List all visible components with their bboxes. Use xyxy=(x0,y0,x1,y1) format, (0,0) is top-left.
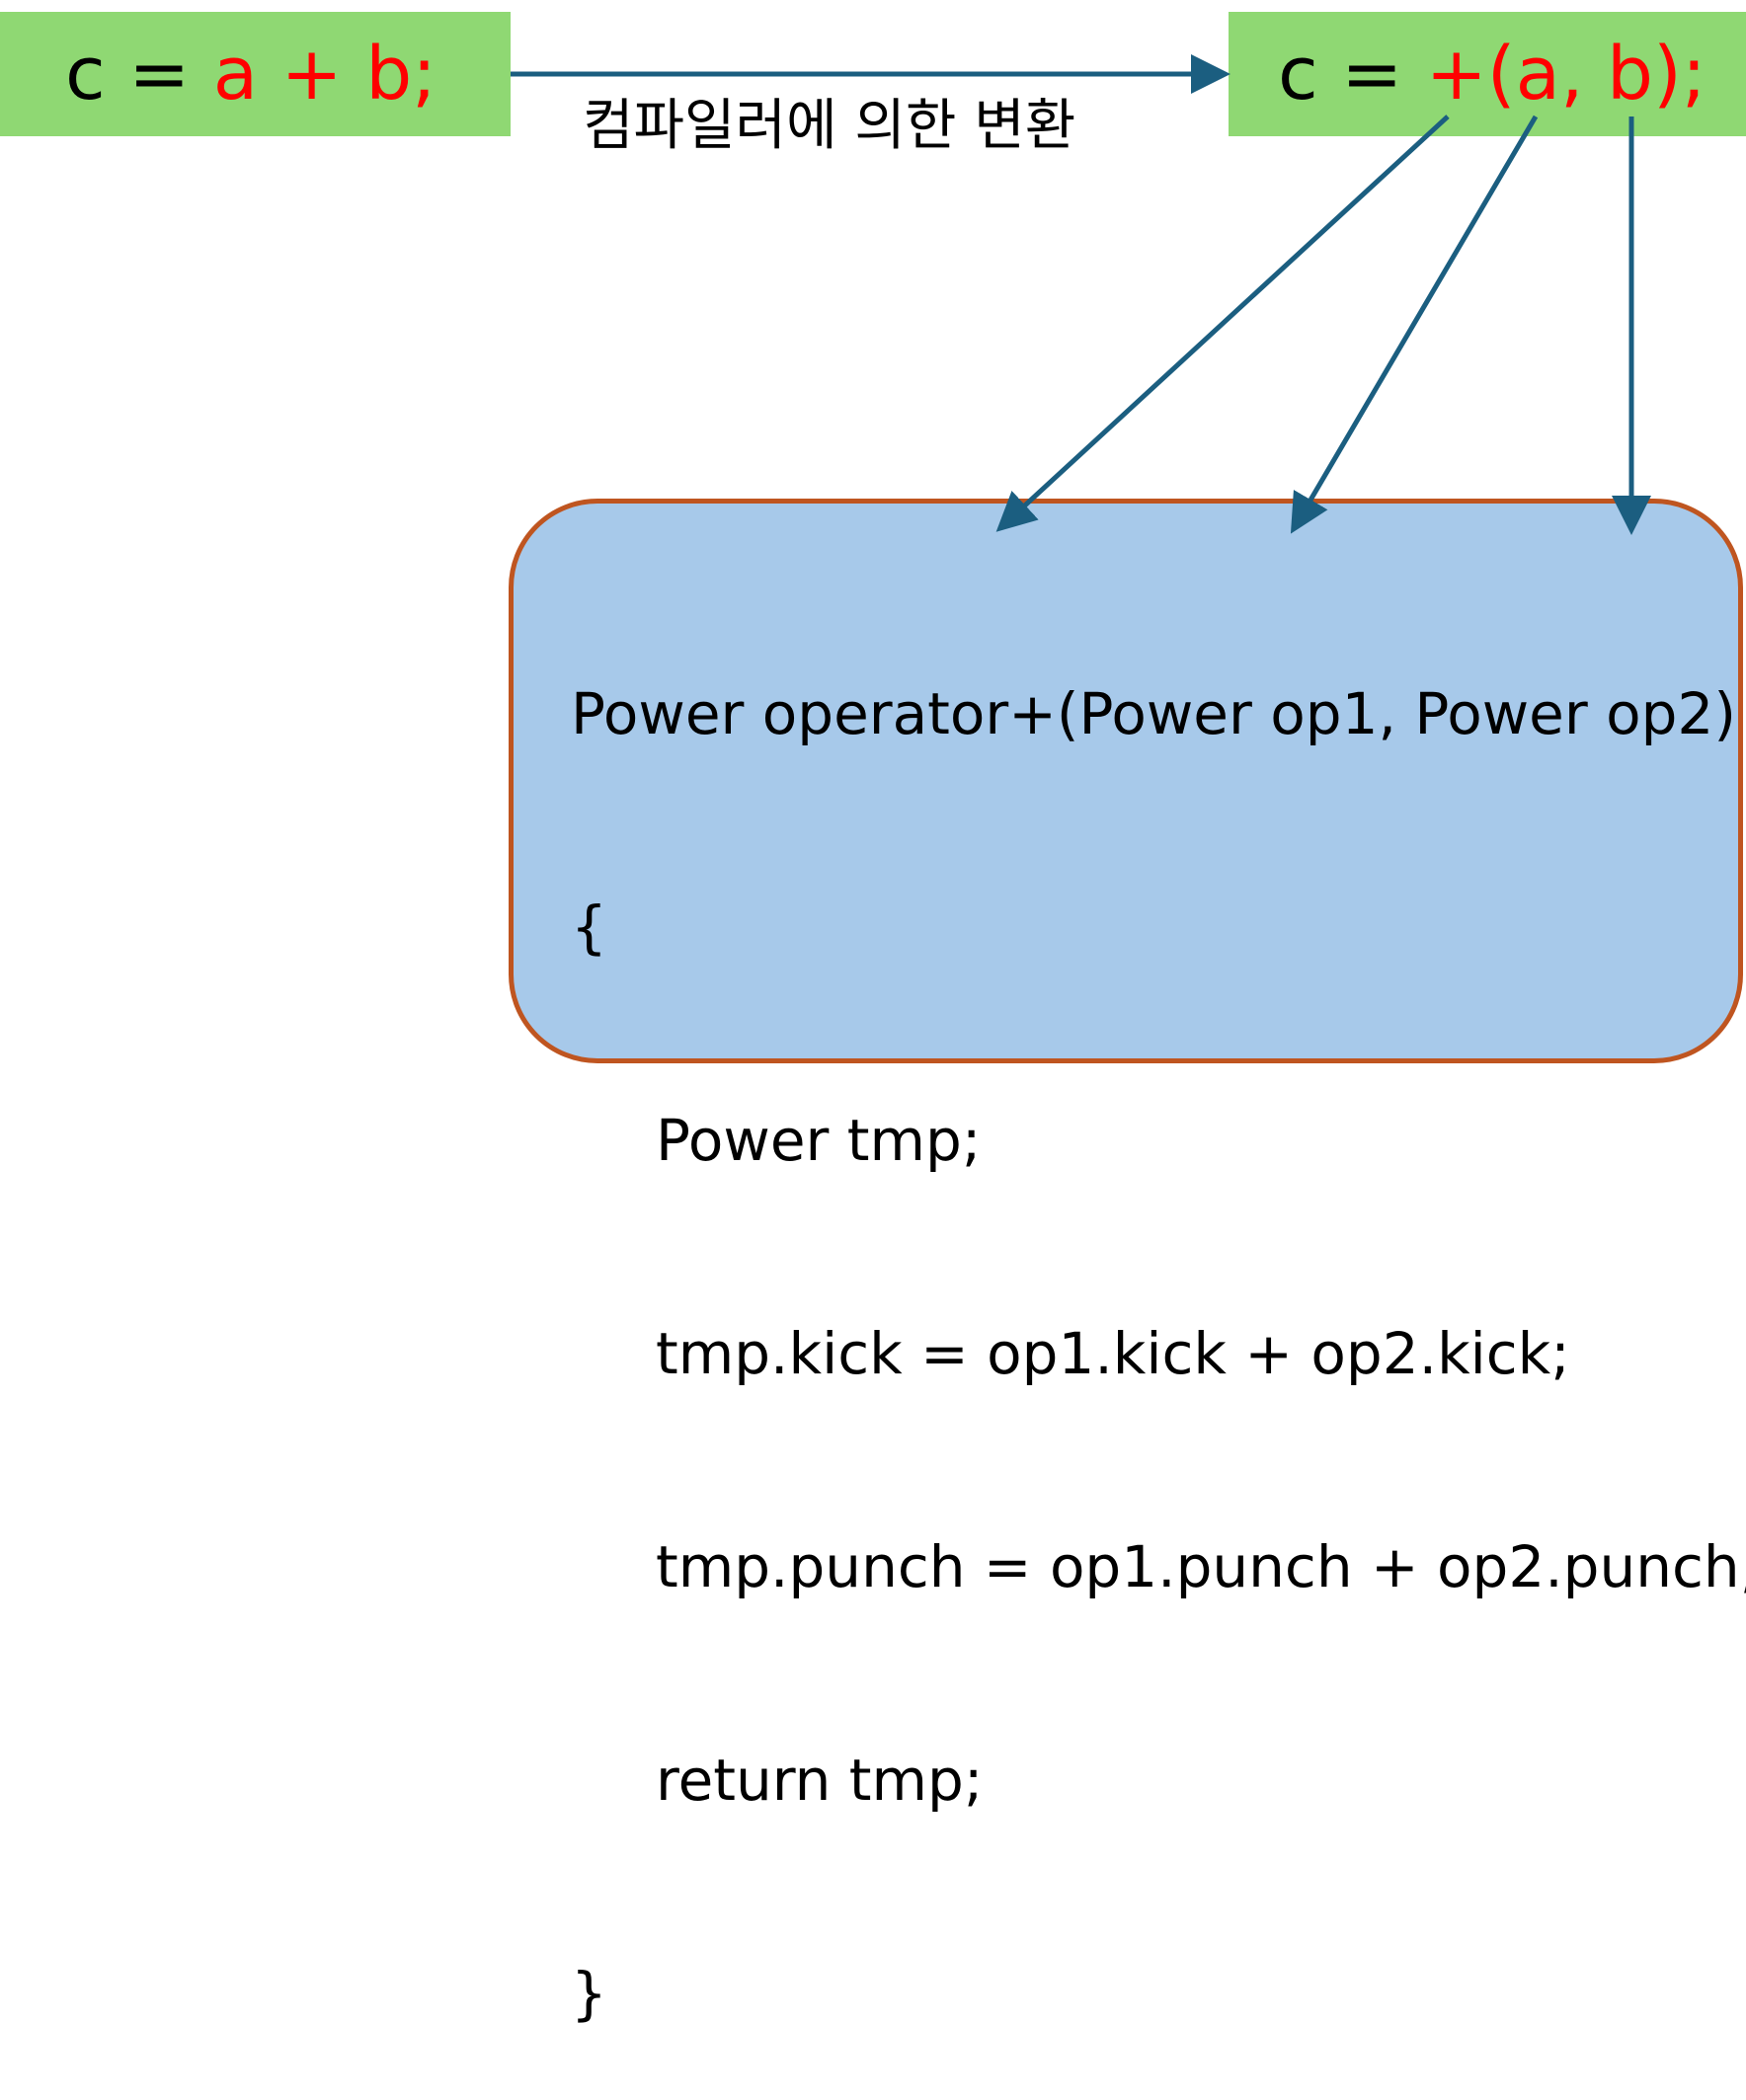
source-operand-b: b; xyxy=(365,32,437,117)
open-brace: { xyxy=(571,894,607,961)
operand-a-mapping-arrow xyxy=(1290,115,1539,534)
converted-expression-box: c = +(a, b); xyxy=(1229,12,1746,136)
connector-arrows xyxy=(511,54,1651,535)
close-brace: } xyxy=(571,1960,607,2027)
code-line-declare: Power tmp; xyxy=(656,1107,982,1174)
source-expression-box: c = a + b; xyxy=(0,12,511,136)
source-operator: + xyxy=(280,32,343,117)
converted-lhs: c xyxy=(1278,32,1318,117)
operator-function-box xyxy=(509,499,1743,1063)
operator-mapping-arrow xyxy=(995,115,1450,532)
function-signature: Power operator+(Power op1, Power op2) xyxy=(571,680,1736,747)
conversion-caption: 컴파일러에 의한 변환 xyxy=(583,94,1076,158)
converted-assign: = xyxy=(1341,32,1403,117)
code-line-kick: tmp.kick = op1.kick + op2.kick; xyxy=(656,1320,1570,1387)
source-assign: = xyxy=(128,32,191,117)
code-line-punch: tmp.punch = op1.punch + op2.punch; xyxy=(656,1533,1746,1600)
source-operand-a: a xyxy=(212,32,259,117)
code-line-return: return tmp; xyxy=(656,1747,984,1814)
converted-call: +(a, b); xyxy=(1425,32,1706,117)
source-lhs: c xyxy=(65,32,106,117)
